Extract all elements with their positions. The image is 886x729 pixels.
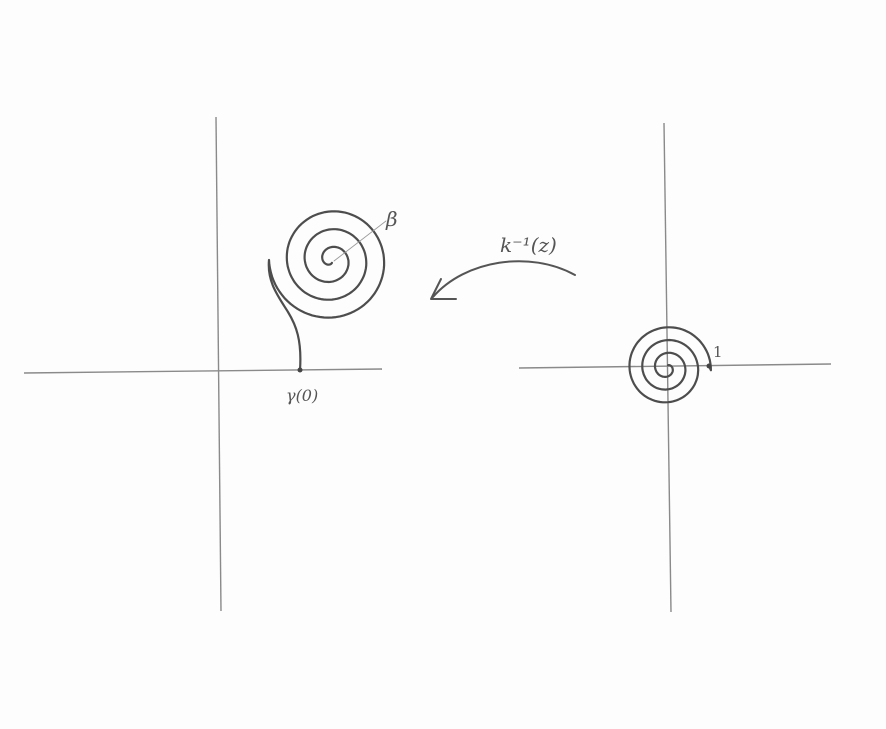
beta-label: β — [385, 207, 398, 231]
beta-pointer-line — [333, 220, 387, 262]
one-point — [706, 363, 712, 369]
one-label: 1 — [713, 343, 723, 361]
mapping-arrow: k⁻¹(z) — [430, 233, 576, 300]
gamma-zero-label: γ(0) — [286, 386, 318, 405]
left-spiral-curve — [267, 210, 386, 372]
left-y-axis — [215, 116, 222, 612]
left-plane: β γ(0) — [23, 116, 398, 612]
gamma-zero-point — [297, 367, 303, 373]
mapping-label: k⁻¹(z) — [500, 233, 557, 257]
left-x-axis — [23, 368, 383, 374]
right-y-axis — [663, 122, 672, 613]
right-x-axis — [518, 363, 832, 369]
right-spiral-curve — [628, 326, 712, 404]
arrow-curve — [432, 260, 576, 298]
right-plane: 1 — [518, 122, 832, 613]
arrow-head-icon — [430, 278, 457, 300]
